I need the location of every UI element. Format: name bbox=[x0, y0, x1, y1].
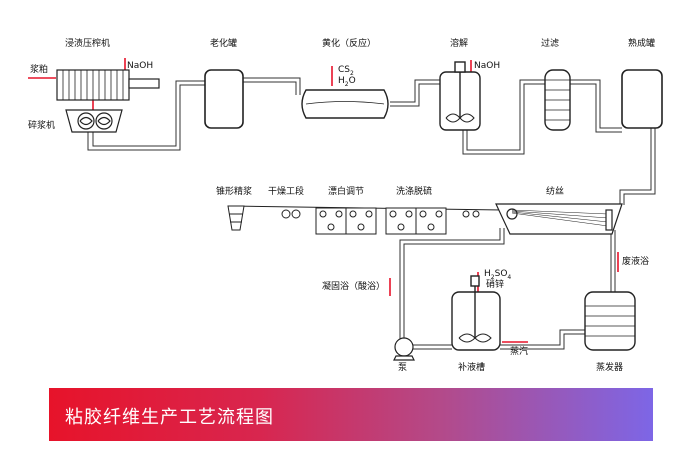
label-h2so4: H2SO4 bbox=[484, 269, 512, 281]
label-naoh-2: NaOH bbox=[474, 61, 501, 71]
label-filtering: 过滤 bbox=[541, 39, 560, 49]
label-coagulation-bath: 凝固浴（酸浴） bbox=[322, 282, 386, 292]
label-steam: 蒸汽 bbox=[510, 347, 529, 357]
bath-units bbox=[315, 207, 480, 235]
label-spinning: 纺丝 bbox=[546, 187, 565, 197]
label-zinc: 硝锌 bbox=[486, 280, 505, 290]
pump-shape bbox=[393, 337, 415, 361]
label-washing: 洗涤脱硫 bbox=[396, 187, 433, 197]
label-replenish-tank: 补液槽 bbox=[458, 363, 486, 373]
aging-tank-shape bbox=[204, 69, 244, 129]
label-dissolving: 溶解 bbox=[450, 39, 469, 49]
label-aging-tank: 老化罐 bbox=[210, 39, 238, 49]
label-pump: 泵 bbox=[398, 363, 408, 373]
label-pulp: 浆粕 bbox=[30, 65, 49, 75]
label-drying: 干燥工段 bbox=[268, 187, 305, 197]
label-evaporator: 蒸发器 bbox=[596, 363, 624, 373]
spinning-shape bbox=[495, 203, 623, 235]
label-ripening-tank: 熟成罐 bbox=[628, 39, 656, 49]
label-cone-refining: 锥形精浆 bbox=[216, 187, 253, 197]
label-crusher: 碎浆机 bbox=[28, 121, 56, 131]
label-h2o: H2O bbox=[338, 76, 356, 88]
label-waste-bath: 废液浴 bbox=[622, 257, 650, 267]
evaporator-shape bbox=[584, 291, 636, 351]
replenish-tank-shape bbox=[451, 275, 501, 351]
label-bleaching: 漂白调节 bbox=[328, 187, 365, 197]
filter-shape bbox=[544, 69, 571, 131]
title-banner: 粘胶纤维生产工艺流程图 bbox=[49, 388, 653, 441]
label-steep-press: 浸渍压榨机 bbox=[65, 39, 111, 49]
steep-press-shape bbox=[56, 69, 160, 133]
label-naoh-1: NaOH bbox=[127, 61, 154, 71]
label-xanthation: 黄化（反应） bbox=[322, 39, 377, 49]
dissolving-shape bbox=[439, 61, 481, 131]
ripening-tank-shape bbox=[621, 69, 663, 129]
label-cs2: CS2 bbox=[338, 65, 354, 77]
banner-title: 粘胶纤维生产工艺流程图 bbox=[65, 407, 274, 428]
xanthation-shape bbox=[301, 89, 389, 119]
